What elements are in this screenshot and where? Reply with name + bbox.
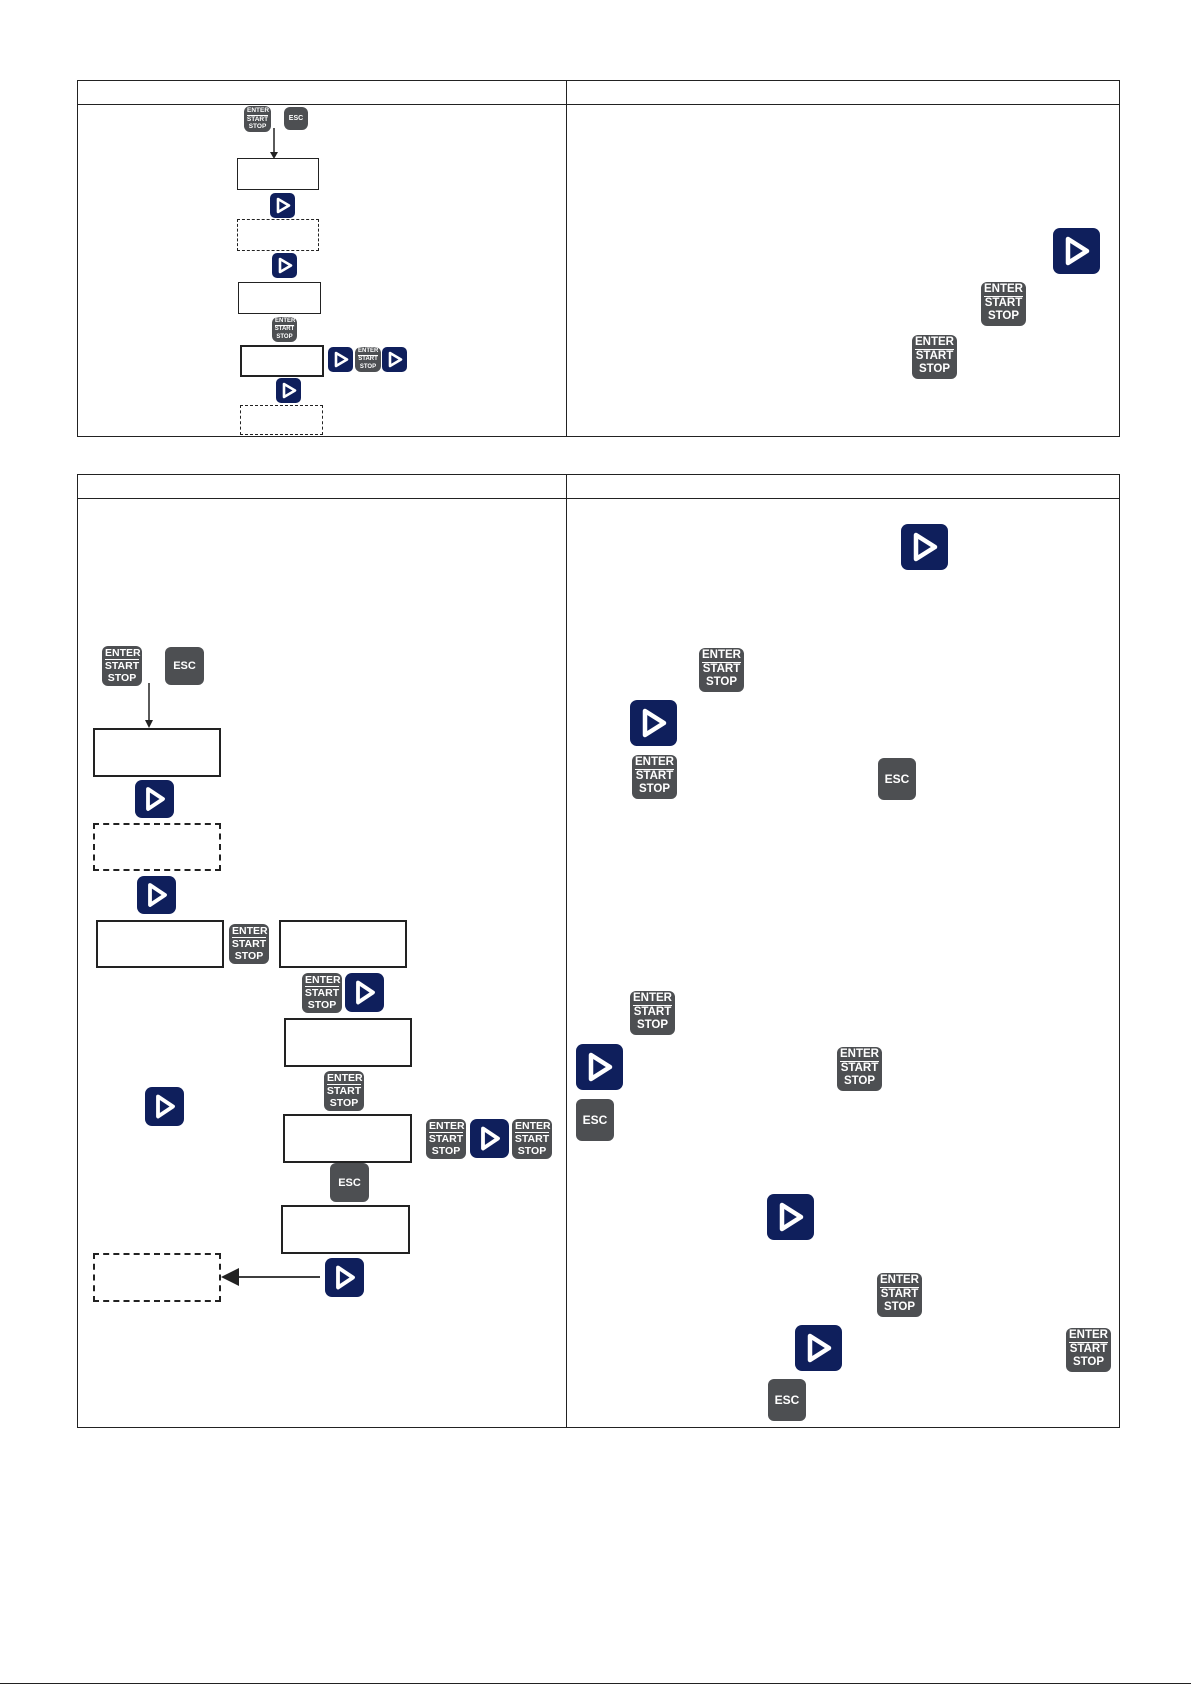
esc-key[interactable]: ESC [878,758,916,800]
play-right-key[interactable] [576,1044,623,1090]
display-box [281,1205,410,1254]
display-box [96,920,224,968]
esc-key[interactable]: ESC [768,1379,806,1421]
display-box-dashed [93,823,221,871]
esc-key[interactable]: ESC [330,1163,369,1202]
display-box-dashed [240,405,323,435]
play-right-key[interactable] [325,1258,364,1297]
display-box-dashed [237,219,319,251]
esc-key[interactable]: ESC [284,107,308,130]
play-right-key[interactable] [345,973,384,1012]
table-1-column-divider [566,80,567,437]
display-box-dashed [93,1253,221,1302]
play-right-key[interactable] [901,524,948,570]
display-box [238,282,321,314]
play-right-key[interactable] [276,378,301,403]
play-right-key[interactable] [135,780,174,818]
display-box [237,158,319,190]
play-right-key[interactable] [137,876,176,914]
page-bottom-rule [0,1683,1191,1684]
flow-arrow-down [145,683,153,728]
display-box [240,345,324,377]
flow-arrow-down [270,128,278,159]
play-right-key[interactable] [382,347,407,372]
esc-key[interactable]: ESC [576,1099,614,1141]
display-box [284,1018,412,1067]
play-right-key[interactable] [328,347,353,372]
display-box [283,1114,412,1163]
procedure-table-1 [77,80,1120,437]
play-right-key[interactable] [145,1087,184,1126]
esc-key[interactable]: ESC [165,647,204,685]
play-right-key[interactable] [767,1194,814,1240]
play-right-key[interactable] [1053,228,1100,274]
display-box [279,920,407,968]
table-2-header-divider [77,498,1120,499]
play-right-key[interactable] [630,700,677,746]
play-right-key[interactable] [470,1119,509,1158]
table-1-header-divider [77,104,1120,105]
play-right-key[interactable] [795,1325,842,1371]
flow-arrow-left [221,1268,320,1286]
display-box [93,728,221,777]
table-2-column-divider [566,474,567,1428]
play-right-key[interactable] [272,253,297,278]
procedure-table-2 [77,474,1120,1428]
play-right-key[interactable] [270,193,295,218]
